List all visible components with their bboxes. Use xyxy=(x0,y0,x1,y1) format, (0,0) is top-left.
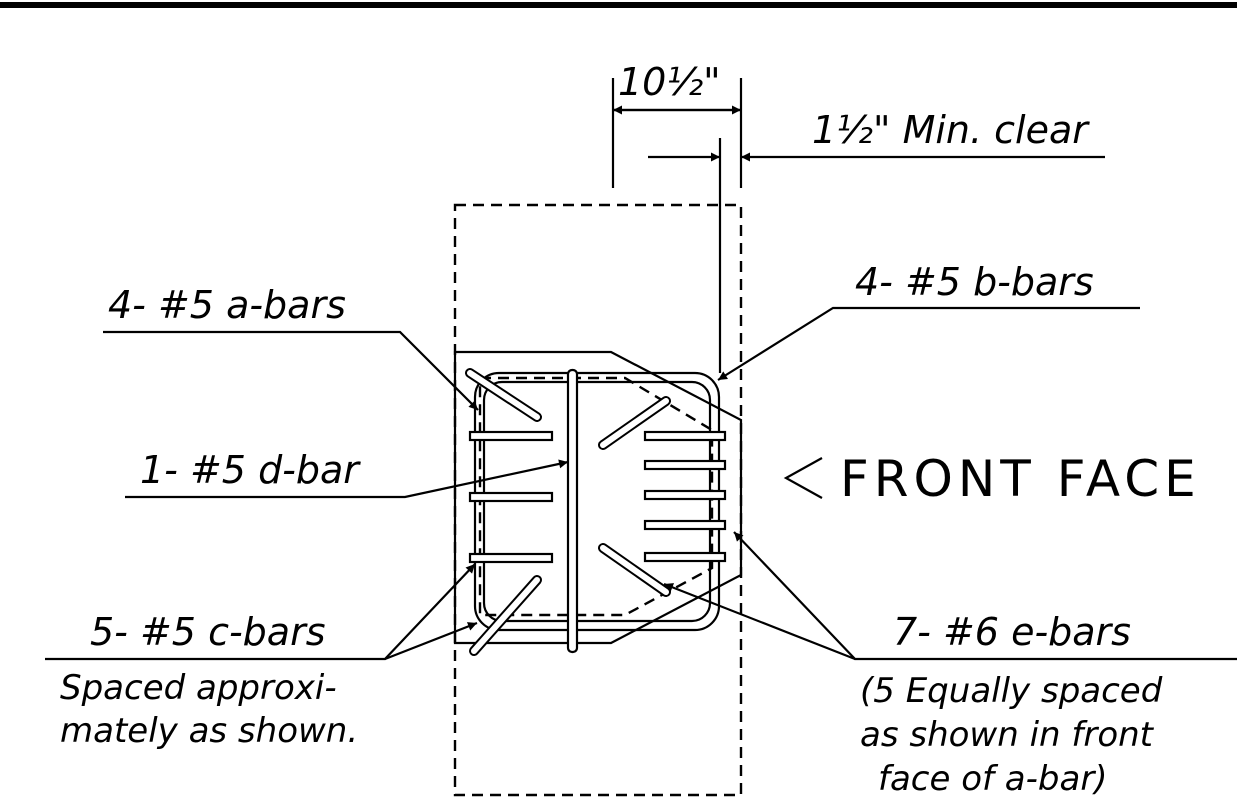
c-bar-1 xyxy=(468,430,554,442)
e-bars-note-2: as shown in front xyxy=(860,715,1155,755)
b-bars-label: 4- #5 b-bars xyxy=(855,260,1094,304)
c-bars-note-1: Spaced approxi- xyxy=(60,668,337,708)
a-bars-label: 4- #5 a-bars xyxy=(108,283,346,327)
section-outline xyxy=(453,350,743,645)
d-bar xyxy=(566,368,579,654)
dim-width-label: 10½" xyxy=(618,60,721,104)
e-bars-note-1: (5 Equally spaced xyxy=(860,671,1163,711)
e-bar-4 xyxy=(643,519,727,531)
c-bars-label: 5- #5 c-bars xyxy=(90,610,326,654)
e-bar-1 xyxy=(643,430,727,442)
d-bar-label: 1- #5 d-bar xyxy=(140,448,361,492)
e-bar-3 xyxy=(643,489,727,501)
e-bars-label: 7- #6 e-bars xyxy=(893,610,1131,654)
leader-lines xyxy=(45,306,1237,661)
inner-dashed-stirrup xyxy=(478,376,714,617)
e-bars-note-3: face of a-bar) xyxy=(878,759,1108,799)
diagonal-bars xyxy=(465,368,671,656)
c-bars-note-2: mately as shown. xyxy=(60,711,358,751)
c-bar-3 xyxy=(468,552,554,564)
front-face-symbol xyxy=(783,457,823,499)
c-bar-2 xyxy=(468,491,554,503)
e-bar-2 xyxy=(643,459,727,471)
front-face-label: FRONT FACE xyxy=(840,450,1201,508)
e-bar-5 xyxy=(643,551,727,563)
dimension-clear xyxy=(648,138,1105,373)
dimension-width xyxy=(611,78,743,188)
dim-clear-label: 1½" Min. clear xyxy=(812,108,1090,152)
